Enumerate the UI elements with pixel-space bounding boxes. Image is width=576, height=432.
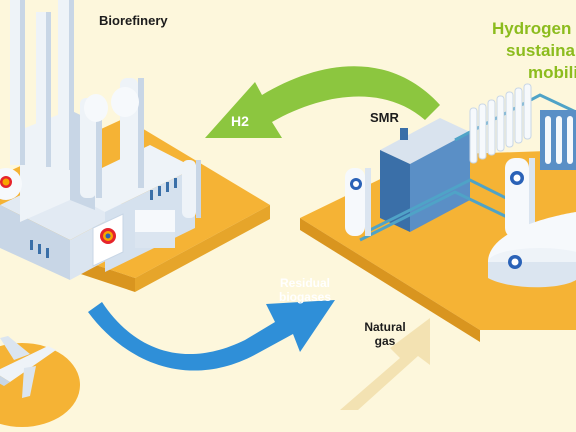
residual-biogases-line-2: biogases [278,290,332,304]
smr-label: SMR [370,110,399,125]
headline-line-3: mobility [528,63,576,82]
natural-gas-line-2: gas [374,334,396,348]
h2-arrow [205,66,440,138]
biorefinery-label: Biorefinery [99,13,168,28]
natural-gas-line-1: Natural [364,320,406,334]
headline-line-1: Hydrogen [492,19,572,38]
residual-biogases-line-1: Residual [279,276,330,290]
biorefinery-plant [0,0,201,280]
residual-biogases-label: Residual biogases [272,276,338,304]
headline-line-2: sustainable [506,41,576,60]
airplane-icon [0,336,56,398]
residual-biogas-arrow [88,300,335,371]
smr-plant [345,83,576,288]
natural-gas-arrow [340,318,430,410]
h2-label: H2 [231,113,249,129]
headline-title: Hydrogen sustainable mobility [492,18,576,84]
natural-gas-label: Natural gas [360,320,410,348]
